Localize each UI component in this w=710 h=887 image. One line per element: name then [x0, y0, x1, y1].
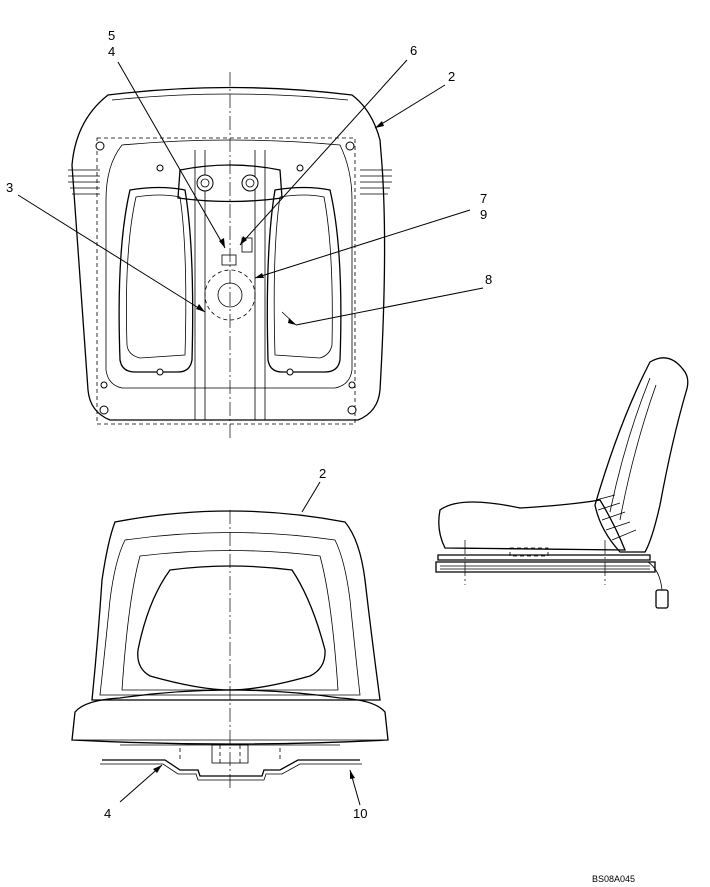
seat-front-view	[71, 510, 389, 790]
callout-4-top: 4	[108, 44, 115, 59]
front-view-leaders	[119, 481, 361, 806]
seat-underside-view	[68, 72, 392, 440]
callout-9: 9	[480, 207, 487, 222]
callout-5: 5	[108, 28, 115, 43]
callout-2-top: 2	[448, 69, 455, 84]
callout-6: 6	[410, 43, 417, 58]
callout-4-front: 4	[104, 806, 111, 821]
reference-code: BS08A045	[592, 874, 635, 884]
callout-8: 8	[485, 272, 492, 287]
top-view-leaders	[17, 59, 484, 326]
callout-7: 7	[480, 191, 487, 206]
callout-2-front: 2	[319, 466, 326, 481]
seat-side-view	[435, 357, 689, 609]
callout-10: 10	[353, 806, 367, 821]
callout-3: 3	[6, 180, 13, 195]
